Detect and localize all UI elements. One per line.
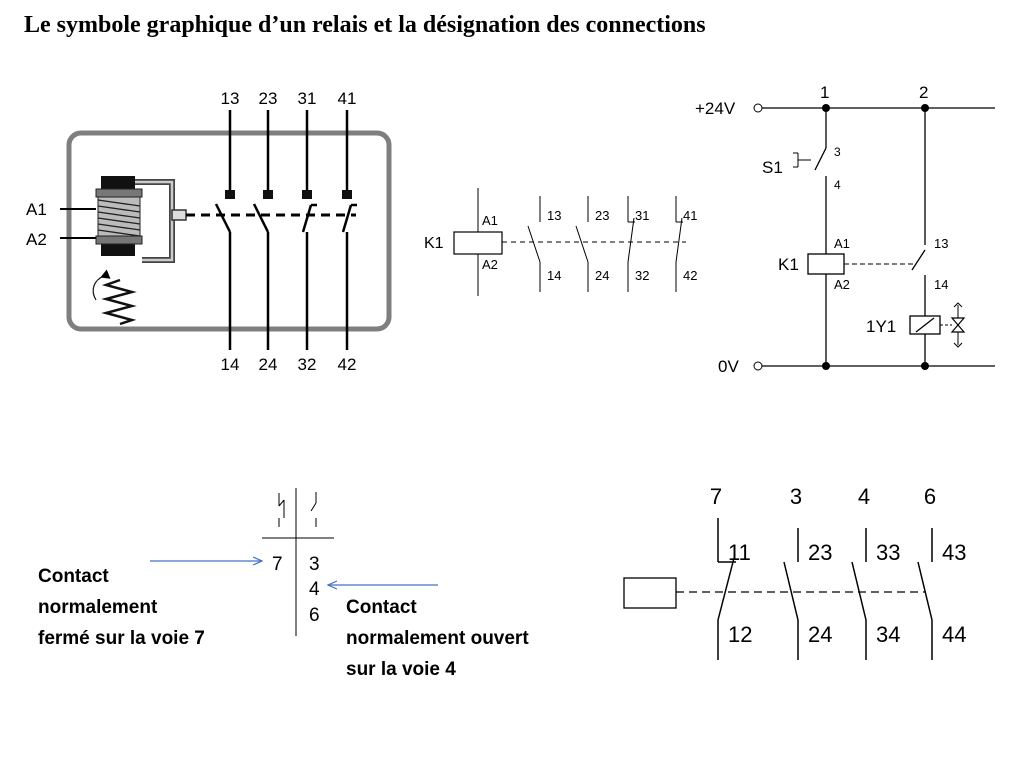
nc-symbol-contact (675, 217, 683, 263)
symbol-bottom-label: 24 (595, 268, 609, 283)
symbol-top-label: 13 (547, 208, 561, 223)
no-note-line-3: sur la voie 4 (346, 659, 456, 680)
symbol-a2-label: A2 (482, 257, 498, 272)
cross-reference-table: 7 3 4 6 (150, 488, 438, 636)
row-top-label: 23 (808, 540, 832, 565)
box-top-label: 23 (259, 89, 278, 108)
contact-terminal (225, 190, 235, 199)
xref-right-6: 6 (309, 605, 320, 626)
no-symbol-contact (575, 225, 589, 263)
row-top-label: 11 (728, 540, 751, 565)
coil-core-top (101, 176, 135, 190)
symbol-top-label: 23 (595, 208, 609, 223)
no-row-contact (851, 561, 867, 621)
row-top-label: 43 (942, 540, 966, 565)
no-contact-blade (214, 203, 232, 233)
k1-label: K1 (424, 235, 444, 252)
relay-physical-drawing: 13 14 23 24 31 32 41 42 A1 A2 (26, 89, 392, 374)
box-bottom-label: 32 (298, 355, 317, 374)
k1-coil-circuit (807, 253, 845, 275)
row-bottom-label: 34 (876, 622, 900, 647)
box-bottom-label: 42 (338, 355, 357, 374)
no-row-contact (783, 561, 799, 621)
valve-icon (950, 317, 966, 333)
node-2-label: 2 (919, 83, 928, 102)
box-bottom-label: 14 (221, 355, 240, 374)
return-spring (101, 278, 137, 326)
voie-label: 7 (710, 484, 722, 509)
contact-row-coil (623, 577, 677, 609)
box-bottom-label: 24 (259, 355, 278, 374)
nc-note-line-3: fermé sur la voie 7 (38, 628, 205, 649)
no-contact-icon (310, 492, 317, 527)
k1-a2-label: A2 (834, 277, 850, 292)
valve-label: 1Y1 (866, 317, 896, 336)
nc-contact-icon (278, 493, 285, 527)
symbol-bottom-label: 14 (547, 268, 561, 283)
no-row-contact (917, 561, 933, 621)
row-bottom-label: 44 (942, 622, 966, 647)
nc-note-line-2: normalement (38, 597, 158, 618)
contact-row-contacts: 7 11 12 3 23 24 4 33 34 6 43 44 (710, 484, 966, 660)
row-bottom-label: 12 (728, 622, 752, 647)
k1-circuit-label: K1 (778, 255, 799, 274)
s1-contact-3: 3 (834, 145, 841, 159)
coil-core-bottom (101, 242, 135, 256)
s1-label: S1 (762, 158, 783, 177)
nc-row-contact (717, 557, 735, 621)
xref-right-4: 4 (309, 579, 320, 600)
s1-contact (814, 147, 827, 171)
voie-label: 4 (858, 484, 870, 509)
no-note-line-1: Contact (346, 597, 417, 618)
no-contact-blade (252, 203, 270, 233)
relay-schematic-symbol: K1 A1 A2 13 14 23 24 31 32 41 42 (424, 188, 697, 296)
no-contact-note: Contact normalement ouvert sur la voie 4 (346, 592, 529, 685)
symbol-bottom-label: 42 (683, 268, 697, 283)
symbol-contacts: 13 14 23 24 31 32 41 42 (527, 196, 697, 292)
voie-label: 6 (924, 484, 936, 509)
supply-zero-label: 0V (718, 357, 739, 376)
no-symbol-contact (527, 225, 541, 263)
nc-contact-blade (301, 204, 313, 233)
circuit-diagram: +24V 0V 1 2 S1 3 4 K1 A1 A2 13 14 1Y1 (695, 83, 995, 376)
coil-label-a2: A2 (26, 230, 47, 249)
coil-label-a1: A1 (26, 200, 47, 219)
contact-terminal (342, 190, 352, 199)
k1-contact-14-label: 14 (934, 277, 948, 292)
symbol-top-label: 41 (683, 208, 697, 223)
nc-symbol-contact (627, 217, 635, 263)
contact-terminal (302, 190, 312, 199)
row-top-label: 33 (876, 540, 900, 565)
box-top-label: 13 (221, 89, 240, 108)
nc-contact-note: Contact normalement fermé sur la voie 7 (38, 561, 205, 654)
box-top-label: 31 (298, 89, 317, 108)
k1-a1-label: A1 (834, 236, 850, 251)
xref-right-3: 3 (309, 554, 320, 575)
voie-label: 3 (790, 484, 802, 509)
page-title: Le symbole graphique d’un relais et la d… (24, 12, 706, 38)
symbol-bottom-label: 32 (635, 268, 649, 283)
xref-left-7: 7 (272, 554, 283, 575)
contact-row-diagram: 7 11 12 3 23 24 4 33 34 6 43 44 (623, 484, 966, 660)
box-top-label: 41 (338, 89, 357, 108)
relay-contacts: 13 14 23 24 31 32 41 42 (214, 89, 357, 374)
supply-plus-label: +24V (695, 99, 736, 118)
s1-contact-4: 4 (834, 178, 841, 192)
k1-coil (453, 231, 503, 255)
k1-contact-13-label: 13 (934, 236, 948, 251)
node-1-label: 1 (820, 83, 829, 102)
no-note-line-2: normalement ouvert (346, 628, 529, 649)
symbol-a1-label: A1 (482, 213, 498, 228)
symbol-top-label: 31 (635, 208, 649, 223)
row-bottom-label: 24 (808, 622, 832, 647)
nc-note-line-1: Contact (38, 566, 109, 587)
nc-contact-blade (341, 204, 353, 233)
contact-terminal (263, 190, 273, 199)
k1-contact-13-14 (911, 249, 926, 271)
